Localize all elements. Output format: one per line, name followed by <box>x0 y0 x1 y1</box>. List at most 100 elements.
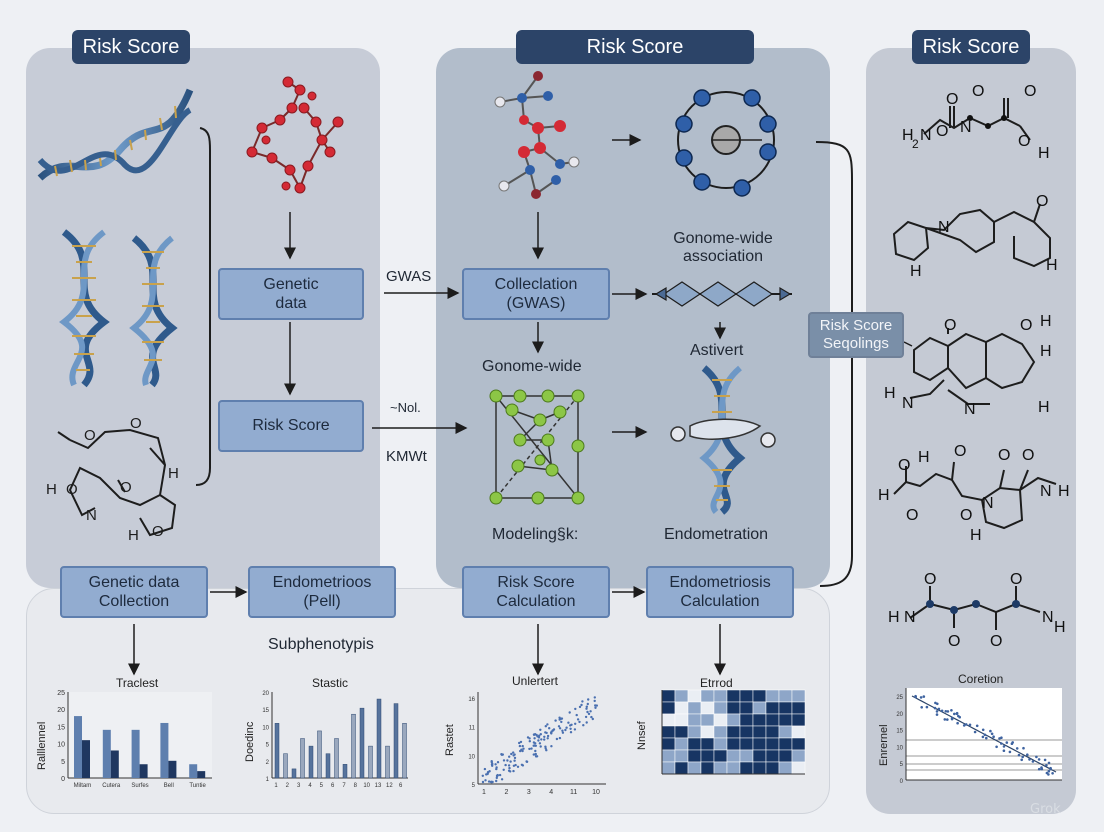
risk-score-box[interactable]: Risk Score <box>218 400 364 452</box>
scatter-point <box>526 736 530 739</box>
risk-score-calculation-box[interactable]: Risk Score Calculation <box>462 566 610 618</box>
svg-text:O: O <box>924 571 936 588</box>
risk-score-sequlings-box[interactable]: Risk Score Seqolings <box>808 312 904 358</box>
svg-text:H: H <box>46 481 57 498</box>
heatmap-cell <box>765 689 780 703</box>
scatter-point <box>584 715 588 719</box>
scatter-point <box>573 728 577 731</box>
scatter-point <box>591 717 594 721</box>
kmw-label: KMWt <box>386 448 427 465</box>
scatter-point <box>481 780 485 784</box>
scatter-point <box>992 735 995 738</box>
bar <box>325 753 331 779</box>
scatter-point <box>500 753 503 756</box>
x-tick-label: 1 <box>274 783 278 789</box>
scatter-point <box>962 724 966 727</box>
bar <box>334 738 339 779</box>
scatter-point <box>495 776 498 780</box>
scatter-point <box>1002 745 1006 748</box>
heatmap-cell <box>791 701 806 715</box>
scatter-point <box>973 730 977 734</box>
scatter-point <box>946 710 950 713</box>
endometriosis-pell-box[interactable]: Endometrioos (Pell) <box>248 566 396 618</box>
svg-text:O: O <box>972 83 984 100</box>
scatter-point <box>481 774 484 777</box>
x-tick-label: Cutera <box>102 783 121 789</box>
svg-text:H: H <box>1046 257 1058 274</box>
svg-text:O: O <box>152 523 164 540</box>
heatmap-cell <box>765 749 780 763</box>
scatter-point <box>534 749 537 753</box>
heatmap-cell <box>661 701 676 715</box>
scatter-point <box>589 710 592 713</box>
heatmap-cell <box>726 761 741 775</box>
scatter-point <box>546 723 549 726</box>
scatter-point <box>502 768 505 771</box>
heatmap-cell <box>739 701 754 715</box>
tab-risk-score-right[interactable]: Risk Score <box>912 30 1030 64</box>
bar <box>291 768 297 779</box>
heatmap-cell <box>713 749 728 763</box>
bar <box>139 764 148 778</box>
scatter-point <box>585 721 588 724</box>
tab-risk-score-left[interactable]: Risk Score <box>72 30 190 64</box>
scatter-point <box>558 718 561 721</box>
heatmap-cell <box>661 689 676 703</box>
association-chain-icon <box>652 281 792 307</box>
scatter-point <box>925 705 929 709</box>
heatmap-cell <box>687 749 702 763</box>
svg-text:O: O <box>120 479 132 496</box>
scatter-point <box>546 737 549 740</box>
scatter-point <box>516 765 520 768</box>
scatter-point <box>1022 746 1025 750</box>
collection-gwas-box[interactable]: Colleclation (GWAS) <box>462 268 610 320</box>
heatmap-cell <box>739 737 754 751</box>
heatmap-cell <box>739 689 754 703</box>
ring-molecule-icon <box>675 89 777 197</box>
svg-text:O: O <box>898 457 910 474</box>
modeling-label: Modeling§k: <box>492 526 579 543</box>
molecule-icon <box>494 71 580 199</box>
scatter-point <box>537 736 541 739</box>
bar <box>359 707 365 779</box>
scatter-point <box>989 729 992 733</box>
scatter-point <box>919 696 923 699</box>
svg-text:O: O <box>990 633 1002 650</box>
svg-text:O: O <box>1018 133 1030 150</box>
genetic-data-collection-box[interactable]: Genetic data Collection <box>60 566 208 618</box>
svg-text:O: O <box>906 507 918 524</box>
bar <box>160 722 169 778</box>
scatter-point <box>540 738 543 741</box>
scatter-point <box>535 733 538 737</box>
heatmap-cell <box>778 761 793 775</box>
scatter-point <box>561 731 565 734</box>
scatter-point <box>940 709 944 713</box>
bar <box>351 713 356 779</box>
scatter-point <box>557 725 561 728</box>
scatter-point <box>1026 753 1029 756</box>
svg-text:N: N <box>902 395 914 412</box>
tab-risk-score-middle[interactable]: Risk Score <box>516 30 754 64</box>
scatter-point <box>594 706 597 709</box>
scatter-point <box>508 766 511 770</box>
endometriosis-calculation-box[interactable]: Endometriosis Calculation <box>646 566 794 618</box>
scatter-point <box>496 761 500 764</box>
heatmap-cell <box>739 749 754 763</box>
scatter-point <box>957 714 960 718</box>
scatter-point <box>484 779 487 782</box>
scatter-point <box>567 721 570 724</box>
svg-text:H: H <box>128 527 139 544</box>
svg-text:O: O <box>936 123 948 140</box>
heatmap-cell <box>713 761 728 775</box>
y-tick-label: 10 <box>262 725 269 731</box>
y-tick-label: 20 <box>57 707 65 714</box>
genetic-data-box[interactable]: Genetic data <box>218 268 364 320</box>
scatter-point <box>522 747 525 750</box>
x-tick-label: Miltam <box>74 783 92 789</box>
scatter-point <box>510 752 513 756</box>
bar <box>402 723 407 779</box>
y-tick-label: 15 <box>896 729 903 735</box>
y-tick-label: 10 <box>57 742 65 749</box>
